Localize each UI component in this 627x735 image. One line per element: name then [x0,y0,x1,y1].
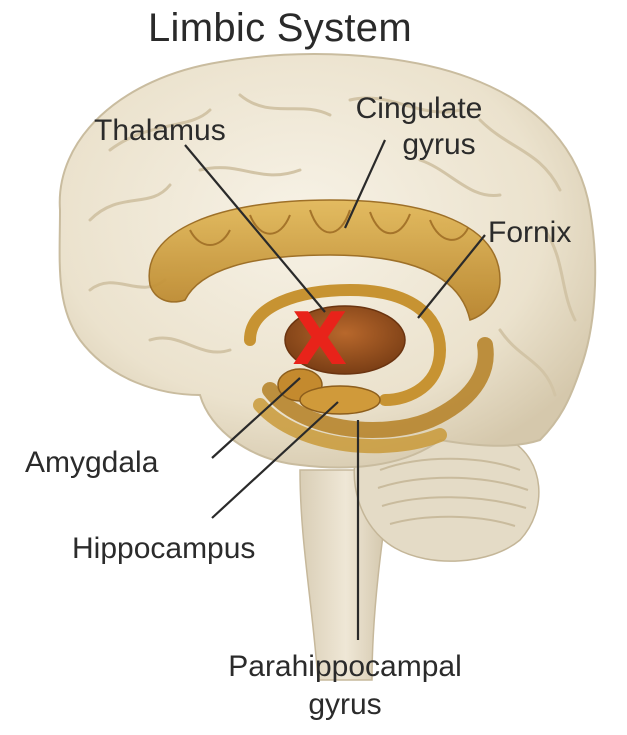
label-parahippocampal-gyrus: Parahippocampal gyrus [185,652,505,720]
label-hippocampus: Hippocampus [72,534,255,564]
label-parahippocampal-line2: gyrus [185,690,505,720]
label-amygdala: Amygdala [25,448,158,478]
label-parahippocampal-line1: Parahippocampal [185,652,505,682]
label-thalamus: Thalamus [94,116,226,146]
label-cingulate-gyrus: Cingulate gyrus [330,94,508,160]
hippocampus-shape [300,386,380,414]
label-fornix: Fornix [488,218,571,248]
label-cingulate-line1: Cingulate [330,94,508,124]
diagram-title: Limbic System [148,8,412,48]
x-marker: X [292,303,348,375]
label-cingulate-line2: gyrus [330,130,508,160]
